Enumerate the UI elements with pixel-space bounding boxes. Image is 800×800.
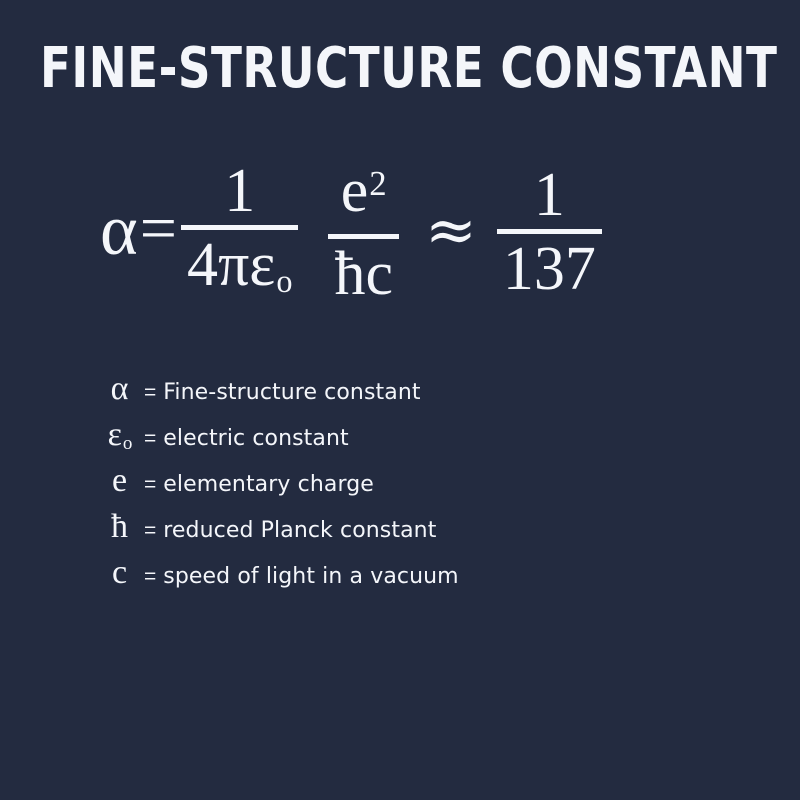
- legend-symbol-epsilon-base: ε: [107, 416, 122, 453]
- legend-item-epsilon-zero: εo = electric constant: [100, 418, 720, 464]
- fraction-1-denominator-base: 4πε: [186, 230, 276, 299]
- fraction-1-numerator: 1: [224, 156, 256, 225]
- legend-item-e: e = elementary charge: [100, 464, 720, 510]
- legend-equals-hbar: =: [144, 519, 157, 542]
- fraction-1-denominator: 4πεo: [181, 232, 298, 307]
- legend-description-c: speed of light in a vacuum: [163, 564, 459, 589]
- legend-equals-alpha: =: [144, 381, 157, 404]
- legend-description-epsilon-zero: electric constant: [163, 426, 349, 451]
- fraction-2-numerator: e2: [335, 158, 393, 233]
- legend-symbol-epsilon-subscript: o: [122, 432, 133, 454]
- legend-symbol-hbar: ħ: [100, 510, 140, 549]
- fraction-3-numerator: 1: [533, 161, 565, 229]
- legend-description-e: elementary charge: [163, 472, 374, 497]
- fraction-one-over-137: 1 137: [496, 161, 602, 303]
- legend-symbol-e-subscript: [127, 479, 128, 500]
- fraction-2-bar: [328, 233, 399, 239]
- legend-symbol-alpha: α: [100, 372, 140, 411]
- legend-symbol-c-base: c: [111, 554, 128, 591]
- legend-description-alpha: Fine-structure constant: [163, 380, 421, 405]
- fraction-3-denominator: 137: [502, 235, 596, 303]
- fraction-1-bar: [180, 224, 299, 230]
- fraction-3-bar: [496, 229, 602, 234]
- fraction-1-denominator-subscript: o: [276, 262, 293, 299]
- fraction-coulomb-constant: 1 4πεo: [180, 156, 299, 307]
- legend-symbol-c-subscript: [127, 571, 128, 592]
- legend-equals-e: =: [144, 473, 157, 496]
- legend-symbol-alpha-subscript: [128, 387, 129, 408]
- fraction-2-numerator-base: e: [340, 156, 369, 225]
- legend-symbol-hbar-subscript: [128, 525, 129, 546]
- legend-symbol-e: e: [100, 464, 140, 503]
- legend-symbol-e-base: e: [111, 462, 128, 499]
- legend-symbol-hbar-base: ħ: [111, 508, 128, 545]
- legend-symbol-alpha-base: α: [110, 370, 129, 407]
- legend-item-hbar: ħ = reduced Planck constant: [100, 510, 720, 556]
- fraction-charge-over-hbar-c: e2 ħc: [328, 158, 399, 307]
- formula-block: α = 1 4πεo e2 ħc ≈ 1 137: [100, 152, 720, 312]
- legend-symbol-epsilon-zero: εo: [100, 418, 140, 457]
- fraction-2-denominator: ħc: [334, 239, 393, 308]
- formula-alpha-symbol: α: [100, 190, 138, 270]
- fraction-2-numerator-superscript: 2: [369, 163, 387, 203]
- legend-item-c: c = speed of light in a vacuum: [100, 556, 720, 602]
- legend-equals-epsilon-zero: =: [144, 427, 157, 450]
- formula-equals-sign: =: [139, 192, 177, 265]
- legend-item-alpha: α = Fine-structure constant: [100, 372, 720, 418]
- legend-list: α = Fine-structure constant εo = electri…: [100, 372, 720, 602]
- formula-approx-sign: ≈: [424, 193, 477, 266]
- page-title: FINE-STRUCTURE CONSTANT: [40, 36, 778, 101]
- legend-equals-c: =: [144, 565, 157, 588]
- legend-symbol-c: c: [100, 556, 140, 595]
- legend-description-hbar: reduced Planck constant: [163, 518, 437, 543]
